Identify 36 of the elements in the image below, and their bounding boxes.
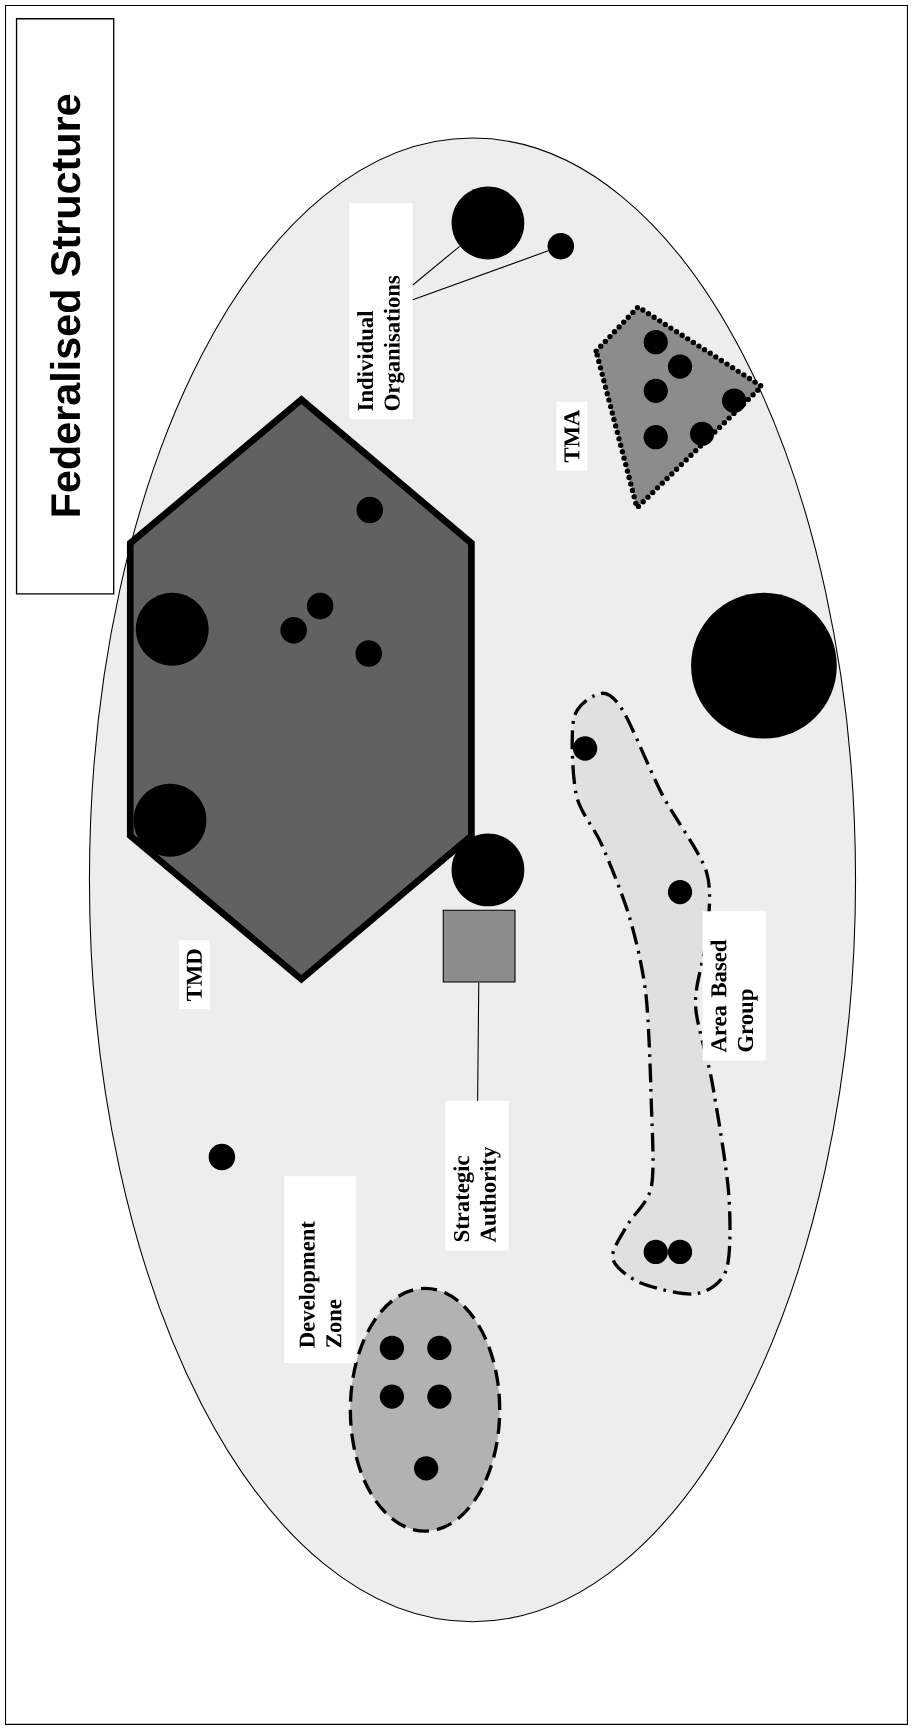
node-label: TMA: [564, 409, 580, 463]
dot: [643, 1239, 668, 1265]
dot: [306, 592, 334, 620]
dot: [667, 354, 693, 379]
dot: [722, 388, 747, 413]
dot: [547, 232, 575, 260]
dot: [280, 617, 307, 644]
dot: [379, 1384, 405, 1409]
dot: [643, 378, 668, 403]
dot: [643, 330, 668, 355]
dot: [135, 592, 209, 666]
dot: [133, 783, 207, 857]
node-label: Development Zone: [298, 1221, 342, 1348]
dot: [667, 879, 693, 905]
callout-label: Strategic Authority: [445, 1101, 509, 1251]
dot: [572, 736, 598, 761]
dot: [451, 186, 525, 260]
square: [442, 909, 516, 983]
dot: [414, 1456, 439, 1481]
title-box: Federalised Structure: [15, 18, 115, 595]
dot: [427, 1335, 452, 1361]
callout-label: Individual Organisations: [349, 203, 413, 420]
dot: [208, 1143, 236, 1171]
leader-line: [477, 981, 480, 1102]
dot: [427, 1384, 452, 1409]
dot: [667, 1239, 693, 1265]
dot: [691, 592, 837, 739]
dot: [379, 1335, 405, 1361]
dot: [355, 640, 382, 667]
dot: [643, 425, 668, 450]
dot: [690, 421, 715, 446]
dot: [451, 833, 525, 907]
node-label: Group: [737, 989, 758, 1052]
dot: [356, 496, 384, 524]
leader-line: [412, 245, 461, 286]
leader-line: [412, 250, 549, 301]
